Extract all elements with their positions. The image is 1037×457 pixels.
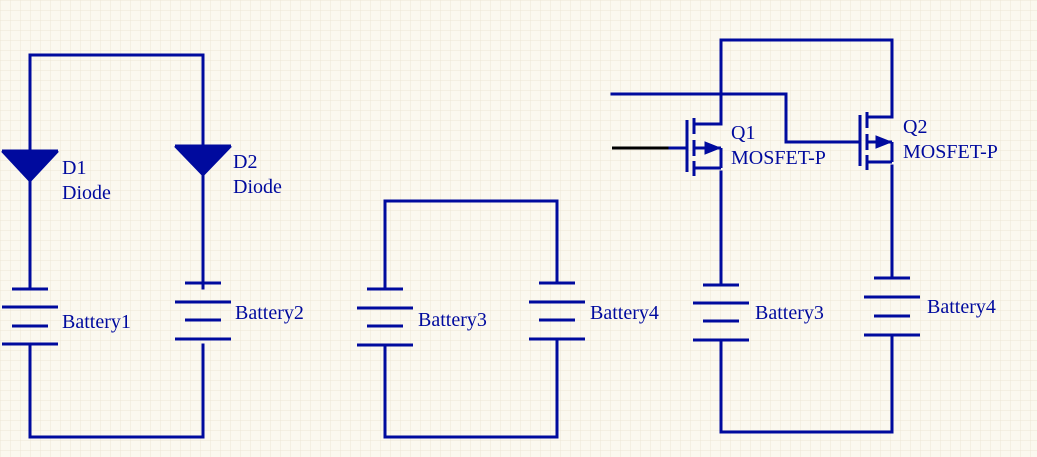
battery2-label: Battery2 — [235, 302, 304, 324]
battery4a-symbol[interactable] — [529, 281, 585, 341]
d2-designator: D2 — [233, 151, 258, 173]
q1-designator: Q1 — [731, 122, 756, 144]
battery1-symbol[interactable] — [2, 287, 58, 346]
circuit-battery-loop — [357, 199, 585, 439]
battery3a-label: Battery3 — [418, 309, 487, 331]
battery4b-label: Battery4 — [927, 296, 996, 318]
wire-top-loop-3 — [719, 38, 894, 126]
battery1-label: Battery1 — [62, 311, 131, 333]
d2-comment: Diode — [233, 176, 282, 198]
battery3a-symbol[interactable] — [357, 287, 413, 347]
mosfet-q2[interactable] — [858, 112, 894, 170]
battery3b-symbol[interactable] — [693, 283, 749, 342]
diode-d1[interactable] — [0, 149, 60, 183]
wire-gate-q2 — [610, 92, 862, 144]
q2-comment: MOSFET-P — [903, 141, 998, 163]
q1-comment: MOSFET-P — [731, 147, 826, 169]
battery4a-label: Battery4 — [590, 302, 659, 324]
wire-bottom-loop-3 — [719, 333, 894, 434]
circuit-diode-batteries — [0, 53, 233, 439]
wire-bottom-loop-1 — [28, 343, 205, 439]
diode-d2[interactable] — [173, 144, 233, 177]
battery4b-symbol[interactable] — [864, 276, 920, 337]
wire-top-loop-2 — [383, 199, 559, 291]
battery2-symbol[interactable] — [175, 281, 231, 341]
q2-designator: Q2 — [903, 116, 928, 138]
battery3b-label: Battery3 — [755, 302, 824, 324]
wire-bottom-loop-2 — [383, 337, 559, 439]
d1-designator: D1 — [62, 157, 87, 179]
mosfet-q1[interactable] — [685, 118, 723, 176]
circuit-mosfet — [610, 38, 920, 434]
d1-comment: Diode — [62, 182, 111, 204]
